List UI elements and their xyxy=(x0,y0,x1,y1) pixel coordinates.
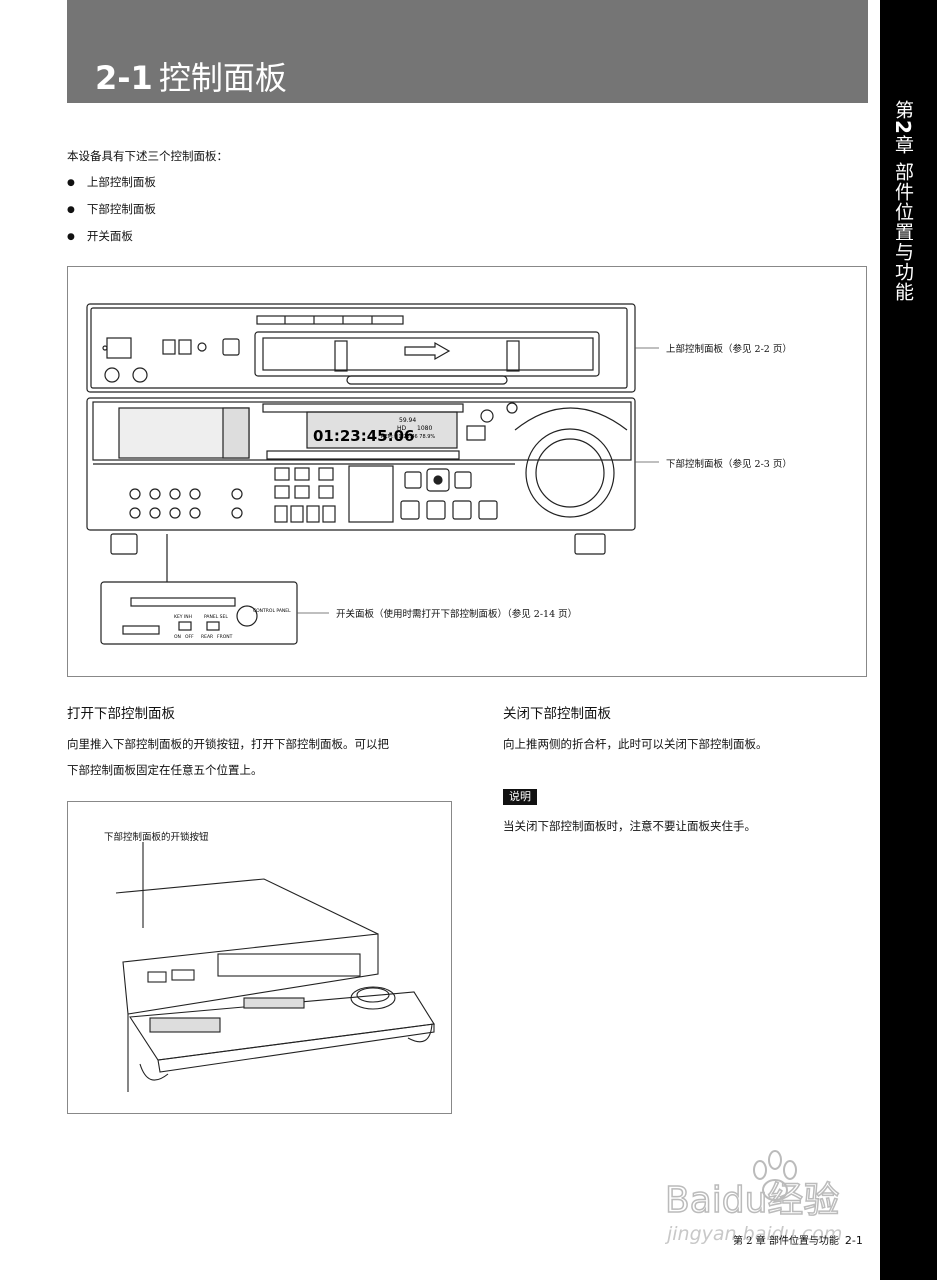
off-label: OFF xyxy=(185,634,194,640)
panel-sel-label: PANEL SEL xyxy=(204,614,228,620)
watermark-brand: Baidu经验 xyxy=(665,1180,839,1221)
callout-switch-panel: 开关面板（使用时需打开下部控制面板）（参见 2-14 页） xyxy=(336,609,578,620)
unlock-button-label: 下部控制面板的开锁按钮 xyxy=(104,832,209,843)
device-figure-frame xyxy=(67,266,867,677)
section-header-bar xyxy=(67,0,868,103)
front-label: FRONT xyxy=(217,634,233,640)
intro-text: 本设备具有下述三个控制面板： xyxy=(67,149,228,163)
open-panel-figure xyxy=(67,801,452,1114)
display-format-a: HD xyxy=(397,425,407,432)
display-rate: 59.94 xyxy=(399,417,416,424)
close-panel-heading: 关闭下部控制面板 xyxy=(503,706,611,722)
panel-list: 上部控制面板 下部控制面板 开关面板 xyxy=(67,174,156,255)
list-item: 开关面板 xyxy=(67,228,156,255)
chapter-side-tab xyxy=(880,0,937,1280)
open-panel-line: 下部控制面板固定在任意五个位置上。 xyxy=(67,763,263,777)
control-panel-label: CONTROL PANEL xyxy=(253,608,291,614)
open-panel-illustration xyxy=(115,842,435,1092)
page-number: 2-1 xyxy=(844,1234,863,1247)
device-front-illustration: 01:23:45:06 59.94 HD 1080 REM: 01:23:46 … xyxy=(86,303,659,645)
list-item: 上部控制面板 xyxy=(67,174,156,201)
watermark-url: jingyan.baidu.com xyxy=(665,1223,842,1245)
note-badge: 说明 xyxy=(503,789,537,805)
callout-lower-panel: 下部控制面板（参见 2-3 页） xyxy=(666,459,792,470)
open-panel-text: 向里推入下部控制面板的开锁按钮，打开下部控制面板。可以把 下部控制面板固定在任意… xyxy=(67,731,389,783)
chapter-prefix: 第 xyxy=(892,100,914,120)
chapter-title: 部件位置与功能 xyxy=(892,161,914,302)
display-timecode: 01:23:45:06 xyxy=(313,427,415,445)
section-title: 控制面板 xyxy=(158,59,287,97)
chapter-suffix: 章 xyxy=(892,134,914,155)
note-text: 当关闭下部控制面板时，注意不要让面板夹住手。 xyxy=(503,819,756,833)
display-format-b: 1080 xyxy=(417,425,432,432)
key-inh-label: KEY INH xyxy=(174,614,192,620)
section-number: 2-1 xyxy=(95,59,153,97)
footer-chapter: 第 2 章 部件位置与功能 xyxy=(733,1236,839,1247)
rear-label: REAR xyxy=(201,634,213,640)
baidu-watermark: Baidu经验 jingyan.baidu.com xyxy=(665,1150,842,1245)
page-footer: 第 2 章 部件位置与功能 2-1 xyxy=(733,1232,863,1247)
display-rem: REM: 01:23:46 78.9% xyxy=(381,434,435,440)
open-panel-heading: 打开下部控制面板 xyxy=(67,706,175,722)
on-label: ON xyxy=(174,634,181,640)
open-panel-line: 向里推入下部控制面板的开锁按钮，打开下部控制面板。可以把 xyxy=(67,737,389,751)
close-panel-text: 向上推两侧的折合杆，此时可以关闭下部控制面板。 xyxy=(503,737,768,751)
list-item: 下部控制面板 xyxy=(67,201,156,228)
callout-upper-panel: 上部控制面板（参见 2-2 页） xyxy=(666,344,792,355)
chapter-number: 2 xyxy=(891,120,915,135)
chapter-side-label: 第2章 部件位置与功能 xyxy=(890,100,917,302)
